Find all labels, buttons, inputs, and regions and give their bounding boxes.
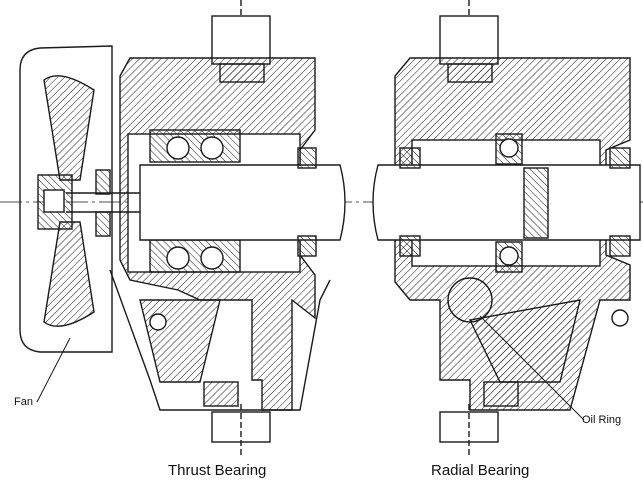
- thrust-top-cap: [211, 15, 271, 65]
- thrust-bearing-assembly: [19, 0, 346, 456]
- radial-ball-bearing: [495, 133, 523, 273]
- oil-ring: [447, 277, 493, 323]
- radial-top-cap: [439, 15, 499, 65]
- fan-blade-lower: [43, 221, 95, 327]
- radial-bearing-assembly: [372, 0, 641, 456]
- oil-ring-leader: [479, 315, 585, 421]
- thrust-pedestal: [109, 269, 331, 411]
- fan-blade-upper: [43, 75, 95, 181]
- fan-label: Fan: [14, 396, 33, 408]
- fan-leader: [36, 337, 71, 403]
- radial-bearing-caption: Radial Bearing: [431, 462, 530, 479]
- fan-guard: [19, 45, 113, 353]
- oil-ring-label: Oil Ring: [582, 414, 622, 426]
- thrust-shaft: [139, 164, 346, 241]
- thrust-bearing-caption: Thrust Bearing: [168, 462, 267, 479]
- radial-shaft: [372, 164, 641, 241]
